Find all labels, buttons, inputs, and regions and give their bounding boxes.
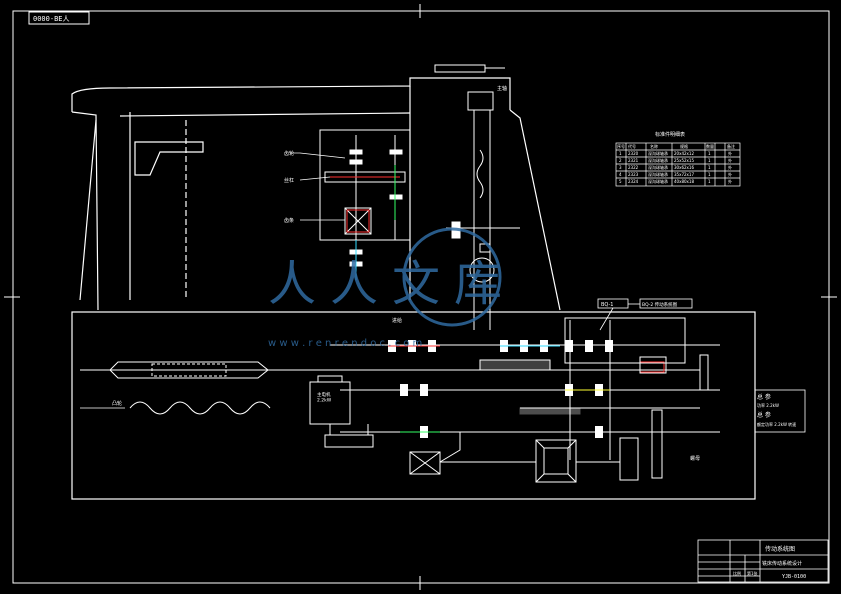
callout-spindle: 主轴 bbox=[497, 85, 507, 92]
parts-table-header: 序号 代号 名称 规格 数量 备注 bbox=[617, 143, 735, 149]
svg-text:25x52x15: 25x52x15 bbox=[674, 158, 694, 163]
svg-text:深沟球轴承: 深沟球轴承 bbox=[648, 178, 668, 184]
parts-table bbox=[615, 142, 741, 187]
lower-gears bbox=[409, 431, 461, 475]
cam-curve bbox=[129, 401, 271, 415]
note-line-2: 额定功率 2.2kW 转速 bbox=[757, 421, 796, 427]
svg-text:2323: 2323 bbox=[628, 172, 639, 177]
svg-text:1: 1 bbox=[708, 172, 711, 177]
callout-nut: 螺母 bbox=[690, 455, 700, 462]
upper-gear-accents bbox=[330, 165, 400, 280]
watermark-logo-icon bbox=[402, 227, 502, 327]
svg-text:5: 5 bbox=[619, 179, 622, 184]
title-scale-label: 比例 bbox=[733, 570, 741, 576]
note-heading-2: 总 参 bbox=[757, 411, 771, 419]
svg-text:1: 1 bbox=[708, 151, 711, 156]
svg-text:代号: 代号 bbox=[628, 143, 636, 149]
svg-text:深沟球轴承: 深沟球轴承 bbox=[648, 150, 668, 156]
svg-text:4: 4 bbox=[619, 172, 622, 177]
svg-text:2324: 2324 bbox=[628, 179, 639, 184]
feed-gearbox bbox=[479, 317, 709, 481]
watermark-url: w w w . r e n r e n d o c . c o m bbox=[268, 338, 422, 349]
watermark-text: 人人文库 bbox=[268, 256, 516, 312]
svg-text:名称: 名称 bbox=[650, 143, 658, 149]
svg-text:2322: 2322 bbox=[628, 165, 639, 170]
svg-text:序号: 序号 bbox=[617, 143, 625, 149]
gear-accents bbox=[388, 345, 665, 433]
svg-text:30x62x16: 30x62x16 bbox=[674, 165, 694, 170]
top-right-callouts bbox=[597, 298, 693, 331]
callout-box1: BQ-1 bbox=[601, 302, 614, 308]
svg-text:外: 外 bbox=[728, 150, 732, 156]
svg-text:外: 外 bbox=[728, 157, 732, 163]
parts-table-rows: 1 2320 深沟球轴承 20x42x12 1 外 2 2321 深沟球轴承 2… bbox=[619, 150, 732, 184]
callout-feed: 进给 bbox=[392, 317, 402, 324]
callout-gear: 齿轮 bbox=[284, 150, 294, 157]
svg-text:20x42x12: 20x42x12 bbox=[674, 151, 694, 156]
svg-text:2320: 2320 bbox=[628, 151, 639, 156]
callout-leadscrew: 丝杠 bbox=[284, 177, 294, 184]
title-block bbox=[697, 539, 829, 583]
drawing-frame bbox=[4, 4, 837, 590]
drawing-number-stamp: 0000-BE人 bbox=[33, 15, 70, 23]
title-project: YJB-0100 bbox=[782, 574, 806, 580]
left-callout-lines bbox=[290, 152, 346, 221]
svg-text:数量: 数量 bbox=[706, 143, 714, 149]
gear-pairs bbox=[388, 340, 613, 438]
title-drawing-name: 传动系统图 bbox=[765, 545, 795, 553]
svg-text:外: 外 bbox=[728, 178, 732, 184]
svg-text:深沟球轴承: 深沟球轴承 bbox=[648, 171, 668, 177]
svg-text:规格: 规格 bbox=[680, 143, 688, 149]
svg-text:35x72x17: 35x72x17 bbox=[674, 172, 694, 177]
callout-rack: 齿条 bbox=[284, 217, 294, 224]
svg-text:备注: 备注 bbox=[727, 143, 735, 149]
svg-text:2321: 2321 bbox=[628, 158, 639, 163]
svg-text:2: 2 bbox=[619, 158, 622, 163]
svg-text:外: 外 bbox=[728, 171, 732, 177]
parts-table-title: 标准件明细表 bbox=[655, 131, 685, 138]
svg-text:深沟球轴承: 深沟球轴承 bbox=[648, 157, 668, 163]
svg-text:3: 3 bbox=[619, 165, 622, 170]
callout-cam: 凸轮 bbox=[112, 400, 122, 407]
title-sheet-label: 第1张 bbox=[747, 570, 758, 576]
svg-text:1: 1 bbox=[619, 151, 622, 156]
notes-box bbox=[754, 389, 806, 433]
watermark: 人人文库 w w w . r e n r e n d o c . c o m bbox=[268, 227, 516, 349]
svg-text:1: 1 bbox=[708, 165, 711, 170]
note-heading-1: 总 参 bbox=[757, 393, 771, 401]
svg-text:40x80x18: 40x80x18 bbox=[674, 179, 694, 184]
svg-text:1: 1 bbox=[708, 158, 711, 163]
worktable bbox=[440, 439, 620, 483]
note-line-1: 功率 2.2kW bbox=[757, 402, 779, 408]
title-machine: 铣床传动系统设计 bbox=[762, 560, 802, 567]
svg-text:外: 外 bbox=[728, 164, 732, 170]
callout-box2: BQ-2 传动系统图 bbox=[642, 301, 678, 308]
svg-text:深沟球轴承: 深沟球轴承 bbox=[648, 164, 668, 170]
svg-text:1: 1 bbox=[708, 179, 711, 184]
motor bbox=[309, 375, 374, 448]
